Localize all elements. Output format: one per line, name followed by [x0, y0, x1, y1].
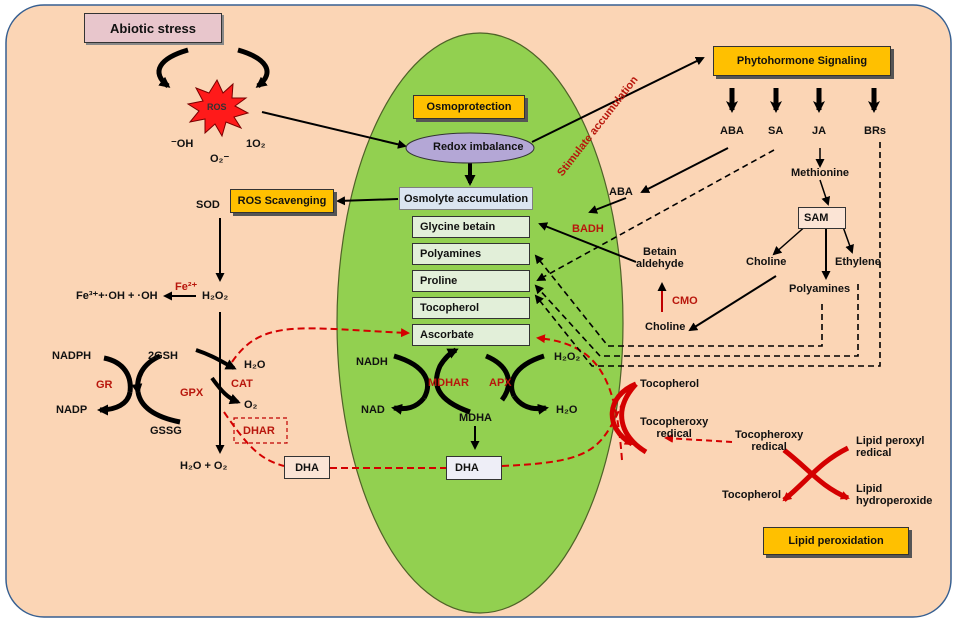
arrow-aba-inner-aba [640, 147, 729, 193]
dashed-ethylene [534, 284, 859, 357]
sa-label: SA [768, 125, 784, 137]
ros-burst [186, 78, 250, 138]
arrow-choline-choline [688, 275, 777, 332]
ja-label: JA [812, 125, 827, 137]
o2-left-label: O₂ [244, 399, 258, 411]
nadph-label: NADPH [52, 350, 92, 362]
mdhar-arrow-bottom [391, 396, 426, 415]
fenton-label: Fe³⁺+·OH + ·OH [76, 290, 158, 302]
gpx-arrow-top [131, 353, 162, 395]
nadh-label: NADH [356, 356, 388, 368]
apx-label: APX [489, 377, 512, 389]
lipid-red-curve-a [782, 448, 850, 501]
nad-label: NAD [361, 404, 385, 416]
h2o2-center-label: H₂O₂ [554, 351, 581, 363]
singlet-oxygen-label: 1O₂ [246, 138, 266, 150]
arrow-osmolyte-ros-scavenging [336, 196, 399, 206]
osmolyte-polyamines: Polyamines [412, 243, 530, 265]
sod-label: SOD [196, 199, 220, 211]
gr-arrow-top [103, 355, 133, 393]
tocopherol-red-arc-start [619, 382, 648, 455]
apx-arrow-top [509, 353, 545, 398]
cmo-label: CMO [672, 295, 698, 307]
osmoprotection-box: Osmoprotection [413, 95, 525, 119]
h2o-o2-label: H₂O + O₂ [180, 460, 228, 472]
arrow-aba-glycine [588, 197, 627, 214]
gssg-label: GSSG [150, 425, 182, 437]
mdhar-arrow-top [393, 353, 430, 400]
apx-arrow-bottom [511, 394, 549, 415]
red-dashed-dha-left [223, 411, 285, 467]
h2o2-left-label: H₂O₂ [202, 290, 229, 302]
dashed-polyamines-right [534, 254, 823, 347]
oh-radical-label: ⁻OH [171, 138, 194, 150]
red-dashed-gpx-ascorbate [231, 327, 410, 363]
arrow-sam-choline [772, 223, 809, 256]
dhar-box [233, 417, 288, 444]
redox-ellipse [405, 132, 535, 164]
ros-label: ROS [207, 102, 227, 112]
aba-label: ABA [720, 125, 744, 137]
gpx-label: GPX [180, 387, 204, 399]
gr-label: GR [96, 379, 113, 391]
dha-left-box: DHA [284, 456, 330, 479]
tocopherol-right-label: Tocopherol [640, 378, 700, 390]
apx-arrow-ascorbate [484, 353, 512, 402]
two-gsh-label: 2GSH [148, 350, 178, 362]
mdhar-label: MDHAR [428, 377, 469, 389]
arrow-ros-redox [261, 111, 407, 149]
mdha-label: MDHA [459, 412, 492, 424]
methionine-label: Methionine [791, 167, 850, 179]
h2o-center-label: H₂O [556, 404, 578, 416]
cat-arrow-top [195, 348, 237, 370]
choline-inner-label: Choline [645, 321, 686, 333]
tocopherol-red-arc [609, 381, 638, 447]
dashed-sa-proline [536, 149, 775, 281]
lipid-peroxidation-box: Lipid peroxidation [763, 527, 909, 555]
ros-scavenging-box: ROS Scavenging [230, 189, 334, 213]
lipid-red-curve-b [782, 445, 850, 502]
gr-arrow-bottom [97, 391, 133, 416]
fe2-label: Fe²⁺ [175, 281, 198, 293]
badh-label: BADH [572, 223, 604, 235]
phytohormone-signaling-box: Phytohormone Signaling [713, 46, 891, 76]
dashed-brs [534, 142, 881, 367]
dha-center-box: DHA [446, 456, 502, 480]
tocopheroxy-radical-2: Tocopheroxy redical [735, 429, 804, 453]
cat-arrow-bottom [210, 376, 241, 405]
ros-cycle-arrow-left [156, 47, 189, 88]
cell-ellipse [336, 32, 624, 614]
choline-right-label: Choline [746, 256, 787, 268]
osmolyte-ascorbate: Ascorbate [412, 324, 530, 346]
abiotic-stress-box: Abiotic stress [84, 13, 222, 43]
ros-cycle-arrow-right [237, 47, 270, 88]
lipid-hydroperoxide-label: Lipid hydroperoxide [856, 483, 933, 507]
superoxide-label: O₂⁻ [210, 153, 230, 165]
redox-imbalance-label: Redox imbalance [433, 141, 524, 153]
betain-aldehyde-label: Betain aldehyde [636, 246, 684, 270]
osmolyte-tocopherol: Tocopherol [412, 297, 530, 319]
polyamines-right-label: Polyamines [789, 283, 851, 295]
aba-inner-label: ABA [609, 186, 633, 198]
osmolyte-glycine-betain: Glycine betain [412, 216, 530, 238]
tocopheroxy-radical-1: Tocopheroxy redical [640, 416, 709, 440]
osmolyte-accumulation-box: Osmolyte accumulation [399, 187, 533, 210]
cat-label: CAT [231, 378, 253, 390]
h2o-left-label: H₂O [244, 359, 266, 371]
brs-label: BRs [864, 125, 887, 137]
arrow-betain-glycine [538, 222, 637, 263]
dhar-label: DHAR [243, 425, 275, 437]
lipid-peroxyl-label: Lipid peroxyl redical [856, 435, 925, 459]
tocopherol-bottom-label: Tocopherol [722, 489, 782, 501]
nadp-label: NADP [56, 404, 88, 416]
arrow-methionine-sam [819, 179, 831, 206]
osmolyte-proline: Proline [412, 270, 530, 292]
red-dashed-dha-right [501, 403, 623, 467]
arrow-redox-phyto [531, 57, 705, 143]
red-dashed-tocopheroxy [664, 433, 733, 443]
mdhar-arrow-ascorbate [434, 347, 471, 415]
sam-box: SAM [798, 207, 846, 229]
ethylene-label: Ethylene [835, 256, 881, 268]
gpx-arrow-bottom [135, 391, 181, 425]
